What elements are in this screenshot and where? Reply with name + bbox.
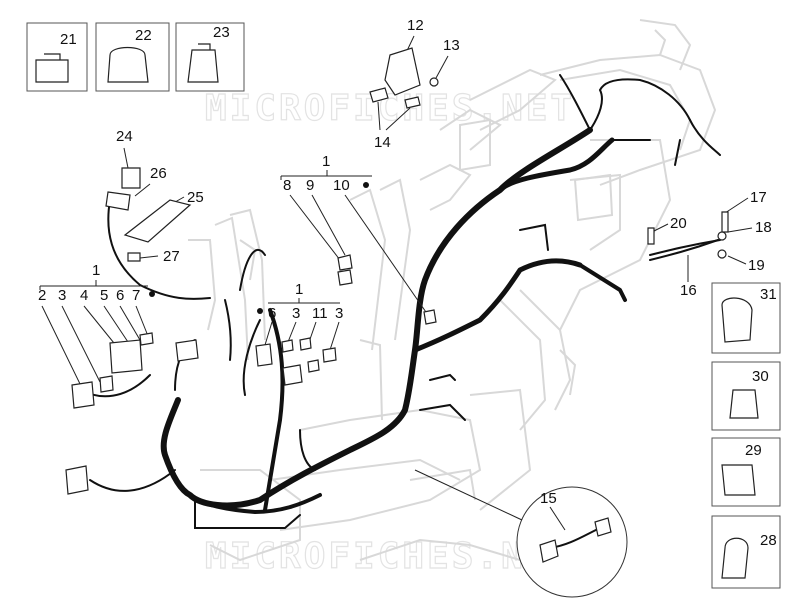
callout-6-left: 6	[116, 287, 124, 304]
main-wiring-harness	[160, 127, 627, 514]
group-1-top: 1 8 9 10	[280, 153, 437, 325]
callout-9: 9	[306, 177, 314, 194]
callout-7: 7	[132, 287, 140, 304]
callout-1-right: 1	[295, 281, 303, 298]
parts-12-13-14: 12 13 14	[369, 17, 460, 151]
inset-28: 28	[711, 515, 781, 589]
callout-25: 25	[187, 189, 204, 206]
callout-6-right: 6	[268, 305, 276, 322]
callout-3-mid: 3	[292, 305, 300, 322]
detail-circle-15: 15	[414, 469, 628, 598]
callout-1-top: 1	[322, 153, 330, 170]
callout-22: 22	[135, 27, 152, 44]
callout-23: 23	[213, 24, 230, 41]
callout-30: 30	[752, 368, 769, 385]
inset-30: 30	[711, 361, 781, 431]
callout-29: 29	[745, 442, 762, 459]
callout-3-left: 3	[58, 287, 66, 304]
callout-4: 4	[80, 287, 88, 304]
callout-13: 13	[443, 37, 460, 54]
group-1-right: 1 6 3 11 3	[255, 281, 343, 386]
callout-18: 18	[755, 219, 772, 236]
callout-17: 17	[750, 189, 767, 206]
group-1-left: 1 2 3 4 5 6 7	[38, 262, 199, 495]
callout-16: 16	[680, 282, 697, 299]
inset-29: 29	[711, 437, 781, 507]
callout-24: 24	[116, 128, 133, 145]
callout-20: 20	[670, 215, 687, 232]
callout-11: 11	[312, 305, 328, 322]
callout-12: 12	[407, 17, 424, 34]
callout-27: 27	[163, 248, 180, 265]
callout-10: 10	[333, 177, 350, 194]
callout-15: 15	[540, 490, 557, 507]
inset-21: 21	[26, 22, 88, 92]
inset-31: 31	[711, 282, 781, 354]
inset-22: 22	[95, 22, 170, 92]
parts-16-20: 17 18 20 19 16	[647, 189, 772, 299]
callout-1-left: 1	[92, 262, 100, 279]
callout-28: 28	[760, 532, 777, 549]
callout-5: 5	[100, 287, 108, 304]
watermark-top: MICROFICHES.NET	[205, 88, 575, 129]
inset-23: 23	[175, 22, 245, 92]
callout-2: 2	[38, 287, 46, 304]
callout-8: 8	[283, 177, 291, 194]
callout-3-right: 3	[335, 305, 343, 322]
callout-26: 26	[150, 165, 167, 182]
callout-31: 31	[760, 286, 777, 303]
parts-24-27: 24 26 25 27	[105, 128, 204, 265]
branch-wires	[79, 74, 721, 529]
callout-19: 19	[748, 257, 765, 274]
callout-14: 14	[374, 134, 391, 151]
callout-21: 21	[60, 31, 77, 48]
